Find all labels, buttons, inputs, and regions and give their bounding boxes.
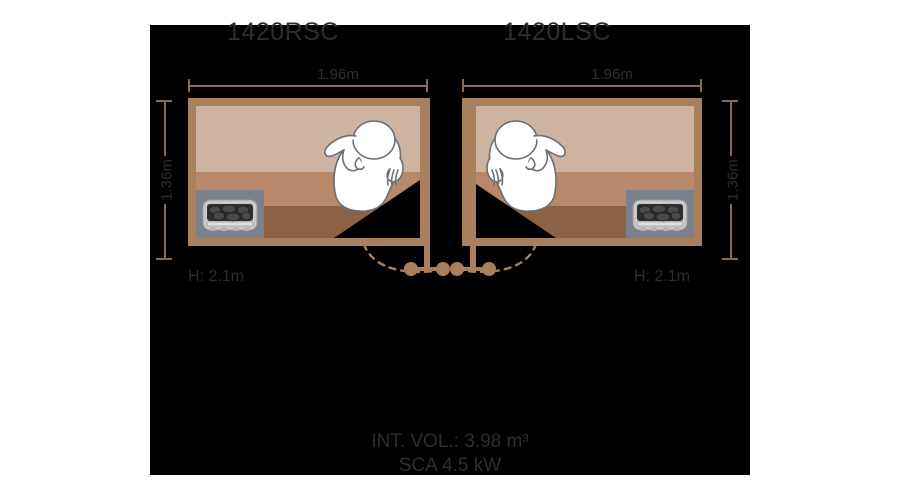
dimension-tick-end: [700, 79, 702, 92]
dimension-tick-start: [156, 100, 172, 102]
dimension-tick-end: [426, 79, 428, 92]
door-leaf-right[interactable]: [470, 98, 476, 270]
seated-person-icon: [316, 112, 412, 220]
depth-dimension-label: 1.36m: [156, 156, 178, 204]
height-note-left: H: 2.1m: [188, 268, 245, 285]
dimension-tick-end: [722, 258, 738, 260]
dimension-bar: [462, 85, 702, 87]
door-opening-cut: [470, 180, 556, 238]
model-title-left: 1420RSC: [227, 18, 339, 46]
width-dimension-label: 1.96m: [582, 66, 642, 83]
handle-rod: [414, 267, 440, 271]
dimension-bar: [188, 85, 428, 87]
dimension-tick-start: [722, 100, 738, 102]
width-dimension-label: 1.96m: [308, 66, 368, 83]
heater-power-label: SCA 4.5 kW: [398, 455, 502, 476]
sauna-unit-left[interactable]: [188, 98, 428, 246]
diagram-backdrop: [150, 25, 750, 475]
height-note-right: H: 2.1m: [634, 268, 691, 285]
door-leaf-left[interactable]: [424, 98, 430, 270]
sauna-interior-right: [470, 106, 694, 238]
model-title-right: 1420LSC: [503, 18, 611, 46]
depth-dimension-right: 1.36m: [722, 100, 744, 260]
depth-dimension-label: 1.36m: [722, 156, 744, 204]
spec-footer: INT. VOL.: 3.98 m³ SCA 4.5 kW: [150, 430, 750, 478]
dimension-tick-end: [156, 258, 172, 260]
handle-knob: [436, 262, 450, 276]
seated-person-icon: [478, 112, 574, 220]
sauna-unit-right[interactable]: [462, 98, 702, 246]
sauna-interior-left: [196, 106, 420, 238]
sauna-heater-icon: [631, 194, 689, 234]
handle-rod: [460, 267, 486, 271]
depth-dimension-left: 1.36m: [156, 100, 178, 260]
internal-volume-label: INT. VOL.: 3.98 m³: [371, 431, 529, 452]
width-dimension-right: 1.96m: [462, 66, 702, 92]
door-opening-cut: [334, 180, 420, 238]
dimension-tick-start: [188, 79, 190, 92]
dimension-tick-start: [462, 79, 464, 92]
handle-knob: [450, 262, 464, 276]
door-swing-arc-icon-right: [456, 230, 538, 280]
width-dimension-left: 1.96m: [188, 66, 428, 92]
sauna-heater-icon: [201, 194, 259, 234]
door-swing-arc-icon-left: [362, 230, 444, 280]
